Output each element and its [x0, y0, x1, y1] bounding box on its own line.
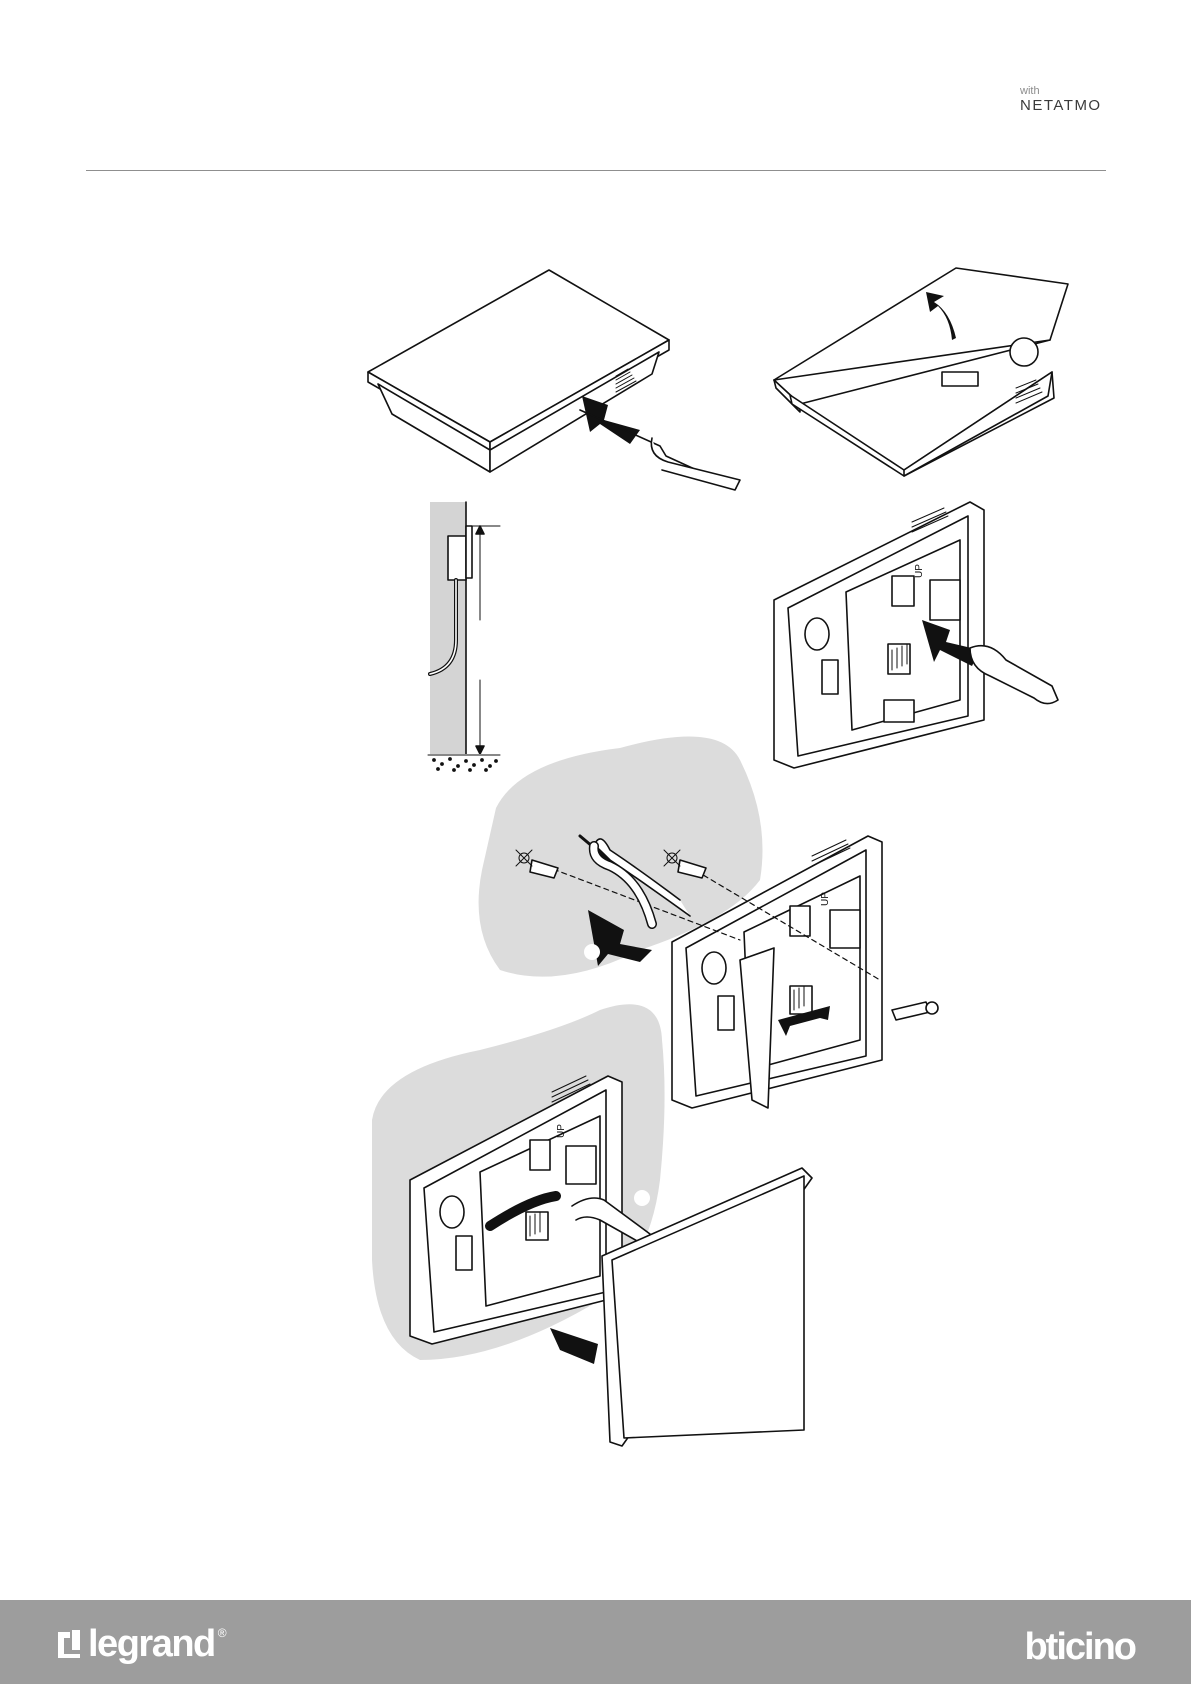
- up-label: UP: [556, 1124, 567, 1138]
- step-open-with-screwdriver: [368, 270, 740, 490]
- step-open-bracket: UP: [774, 502, 1058, 768]
- registered-mark: ®: [218, 1626, 227, 1640]
- installation-illustration: UP: [0, 0, 1191, 1600]
- legrand-logo: legrand ®: [56, 1624, 227, 1664]
- step-wall-height: [428, 502, 500, 774]
- legrand-mark-icon: [56, 1628, 82, 1660]
- up-label: UP: [914, 564, 925, 578]
- legrand-wordmark: legrand: [88, 1623, 215, 1666]
- bticino-logo: bticino: [1024, 1626, 1135, 1669]
- step-lift-cover: [774, 268, 1068, 476]
- up-label: UP: [820, 892, 831, 906]
- footer-bar: legrand ® bticino: [0, 1600, 1191, 1684]
